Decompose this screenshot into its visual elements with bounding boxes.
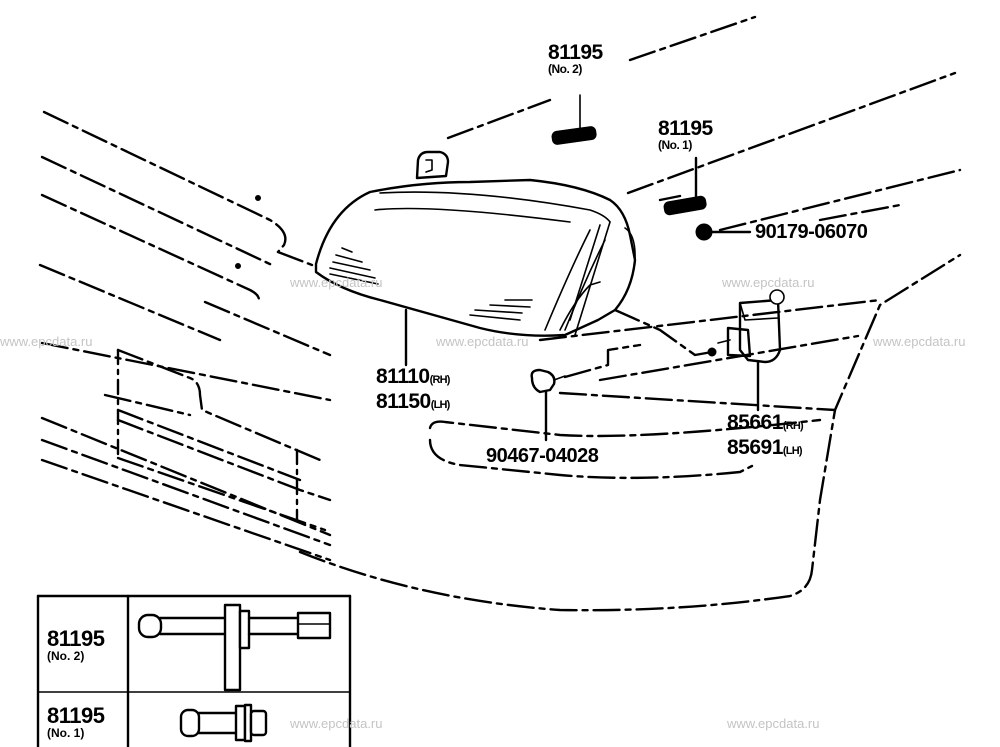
part-qualifier: (No. 1) xyxy=(658,138,692,152)
legend-table xyxy=(36,594,352,747)
callout-bolt-no2[interactable]: 81195 (No. 2) xyxy=(548,42,603,76)
marker-outline xyxy=(428,418,822,480)
clip-part xyxy=(530,343,642,442)
hood-lines-upper xyxy=(446,15,962,232)
bolt-no2-part xyxy=(551,94,597,145)
callout-clip[interactable]: 90467-04028 xyxy=(486,445,599,467)
side-rh: (RH) xyxy=(782,420,804,432)
nut-part xyxy=(695,223,752,241)
watermark: www.epcdata.ru xyxy=(290,275,383,290)
callout-headlamp[interactable]: 81110(RH) 81150(LH) xyxy=(376,366,450,416)
short-bolt-illustration xyxy=(179,703,268,743)
part-number: 81195 xyxy=(548,41,603,64)
watermark: www.epcdata.ru xyxy=(727,716,820,731)
bumper-lower xyxy=(298,253,962,612)
body-outline-upper xyxy=(38,110,332,417)
alt-part-number: 85691 xyxy=(727,436,783,459)
lens-hatching-left xyxy=(329,247,379,285)
legend-row-no1[interactable]: 81195 (No. 1) xyxy=(47,703,105,740)
side-lh: (LH) xyxy=(430,399,451,411)
legend-qualifier: (No. 1) xyxy=(47,726,85,740)
side-rh: (RH) xyxy=(429,374,451,386)
part-number: 81110 xyxy=(376,365,430,388)
part-number: 85661 xyxy=(727,411,783,434)
headlamp-assembly xyxy=(314,150,637,337)
callout-bolt-no1[interactable]: 81195 (No. 1) xyxy=(658,118,713,152)
actuator-part xyxy=(613,289,785,412)
callout-nut[interactable]: 90179-06070 xyxy=(755,221,868,243)
alt-part-number: 81150 xyxy=(376,390,431,413)
part-qualifier: (No. 2) xyxy=(548,62,582,76)
callout-actuator[interactable]: 85661(RH) 85691(LH) xyxy=(727,411,804,462)
legend-part-number: 81195 xyxy=(47,703,105,728)
watermark: www.epcdata.ru xyxy=(873,334,966,349)
watermark: www.epcdata.ru xyxy=(290,716,383,731)
legend-qualifier: (No. 2) xyxy=(47,649,85,663)
watermark: www.epcdata.ru xyxy=(436,334,529,349)
part-number: 81195 xyxy=(658,117,713,140)
watermark: www.epcdata.ru xyxy=(0,334,93,349)
watermark: www.epcdata.ru xyxy=(722,275,815,290)
mounting-bracket xyxy=(415,150,450,180)
legend-row-no2[interactable]: 81195 (No. 2) xyxy=(47,626,105,663)
lens-hatching-right xyxy=(469,299,533,321)
legend-part-number: 81195 xyxy=(47,626,105,651)
long-bolt-illustration xyxy=(137,603,332,692)
side-lh: (LH) xyxy=(782,445,803,457)
bolt-no1-part xyxy=(663,156,707,216)
bumper-grille xyxy=(40,348,332,562)
